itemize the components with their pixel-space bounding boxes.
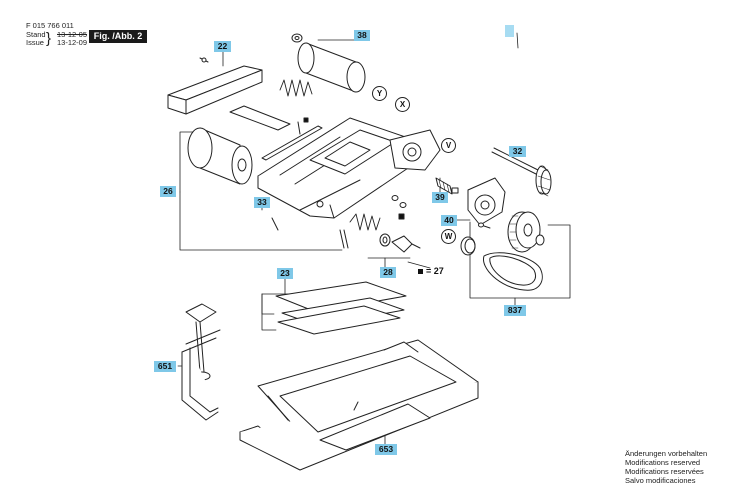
blue-marker xyxy=(505,25,514,37)
issue-date: 13-12-09 xyxy=(57,38,88,47)
modifications-note: Änderungen vorbehalten Modifications res… xyxy=(625,449,707,485)
modification-line: Modifications reservées xyxy=(625,467,704,476)
part-22-cover xyxy=(167,57,263,115)
callout-651: 651 xyxy=(154,361,176,372)
callout-32: 32 xyxy=(509,146,526,157)
small-gear xyxy=(460,236,476,256)
callout-23: 23 xyxy=(277,268,293,279)
black-square-icon xyxy=(418,269,423,275)
callout-28: 28 xyxy=(380,267,396,278)
doc-number: F 015 766 011 xyxy=(26,21,74,30)
part-651-clamp xyxy=(181,303,221,421)
part-23-sheets xyxy=(275,281,407,335)
view-letter-v: V xyxy=(441,138,456,153)
legend-text: = 27 xyxy=(426,266,444,276)
callout-653: 653 xyxy=(375,444,397,455)
part-38-roller xyxy=(291,33,366,93)
modification-line: Salvo modificaciones xyxy=(625,476,696,485)
part-26-roller xyxy=(187,105,291,185)
view-letter-w: W xyxy=(441,229,456,244)
main-housing xyxy=(257,117,441,219)
gearbox-cover xyxy=(467,177,506,226)
callout-38: 38 xyxy=(354,30,370,41)
callout-837: 837 xyxy=(504,305,526,316)
part-32-shaft xyxy=(491,147,552,197)
callout-33: 33 xyxy=(254,197,270,208)
part-653-frame xyxy=(239,339,479,471)
brace-icon: } xyxy=(46,30,52,47)
legend-note: = 27 xyxy=(418,266,444,276)
stand-label: Stand xyxy=(26,30,46,39)
callout-26: 26 xyxy=(160,186,176,197)
callout-22: 22 xyxy=(214,41,231,52)
stand-date: 13-12-05 xyxy=(57,30,88,39)
part-837-belt xyxy=(483,252,543,291)
guide-strip xyxy=(261,117,323,161)
part-39-pinion xyxy=(435,177,459,195)
view-letter-x: X xyxy=(395,97,410,112)
part-40-screws xyxy=(391,195,491,229)
callout-40: 40 xyxy=(441,215,457,226)
large-pulley xyxy=(507,211,545,253)
part-28-set xyxy=(271,213,421,253)
view-letter-y: Y xyxy=(372,86,387,101)
figure-badge: Fig. /Abb. 2 xyxy=(89,30,147,43)
spring xyxy=(279,79,313,97)
callout-39: 39 xyxy=(432,192,448,203)
issue-label: Issue xyxy=(26,38,44,47)
modification-line: Änderungen vorbehalten xyxy=(625,449,708,458)
modification-line: Modifications reserved xyxy=(625,458,701,467)
